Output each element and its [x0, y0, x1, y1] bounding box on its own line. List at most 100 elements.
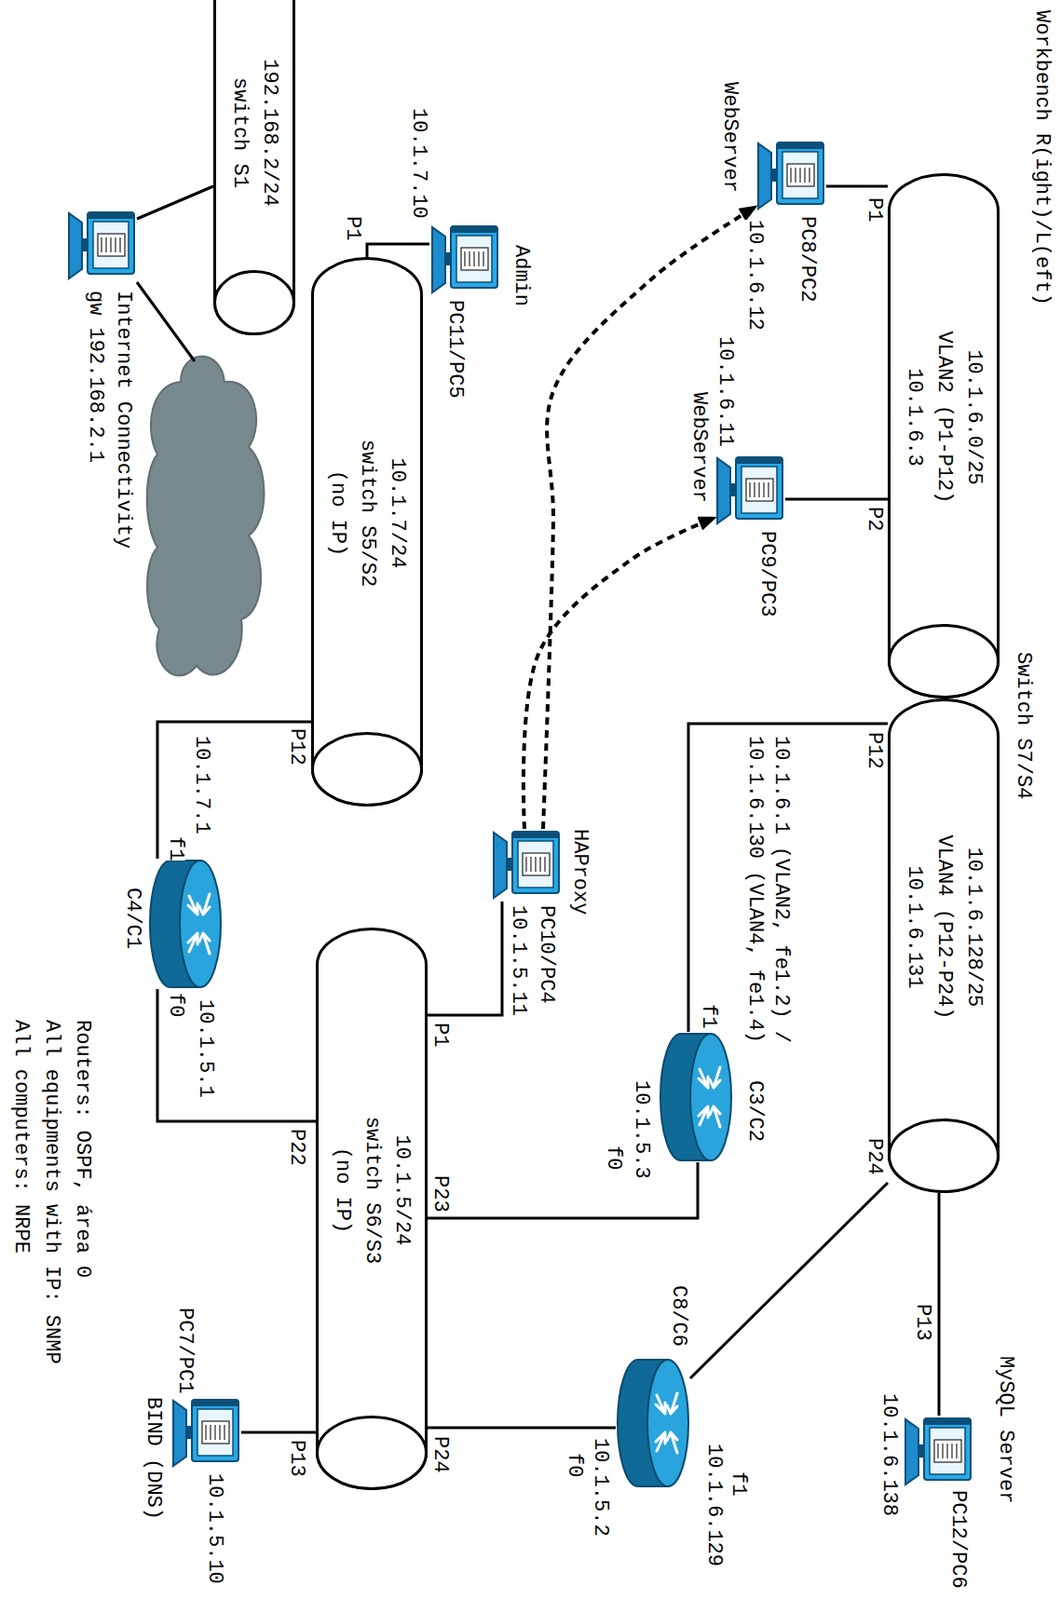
node-shape [148, 858, 223, 990]
port-or-address-label: P2 [863, 506, 885, 531]
port-or-address-label: 10.1.6.1 (VLAN2, fe1.2) / [770, 735, 791, 1044]
device-label: 10.1.7.10 [408, 108, 429, 219]
port-or-address-label: P1 [863, 197, 885, 222]
document-line [758, 482, 760, 498]
port-or-address-label: P12 [863, 732, 885, 770]
document-line [946, 1443, 948, 1459]
node-shape [429, 223, 501, 297]
cylinder-body [889, 700, 999, 1193]
device-label: 10.1.6.12 [744, 219, 765, 331]
computer-base [717, 458, 731, 524]
switch-text: VLAN2 (P1-P12) [928, 331, 959, 504]
port-or-address-label: All computers: NRPE [10, 1020, 31, 1254]
computer-base [68, 213, 82, 279]
document-line [955, 1443, 957, 1459]
switch-text: (no IP) [326, 1147, 357, 1234]
port-or-address-label: f0 [602, 1145, 624, 1170]
document-line [119, 237, 121, 253]
diagram-title: Workbench R(ight)/L(eft) [1031, 10, 1052, 306]
port-or-address-label: P13 [911, 1304, 933, 1342]
document-line [463, 251, 465, 267]
document-line [803, 167, 805, 183]
switch-text: (no IP) [322, 470, 353, 557]
port-or-address-label: Routers: OSPF, área 0 [71, 1020, 93, 1279]
cylinder-cap [312, 734, 422, 806]
node-shape [66, 209, 137, 283]
cylinder-body [317, 929, 427, 1490]
device-label: HAProxy [569, 829, 590, 915]
switch-text: 10.1.6.128/25 [958, 847, 989, 1008]
monitor [735, 457, 783, 519]
monitor-side [191, 1400, 239, 1407]
device-label: Internet Connectivity [112, 290, 134, 549]
router-arrow [666, 1393, 678, 1415]
document-line [204, 1425, 206, 1441]
port-or-address-label: f0 [563, 1453, 585, 1478]
device-label: PC7/PC1 [174, 1307, 195, 1394]
monitor-side [776, 142, 824, 150]
monitor-side [512, 831, 559, 839]
document-line [473, 251, 475, 267]
document-line [223, 1425, 225, 1441]
switch-cylinder: 10.1.7/24switch S5/S2(no IP) [311, 257, 423, 807]
device-label: PC8/PC2 [796, 216, 817, 302]
switch-text: 10.1.6.0/25 [958, 349, 989, 485]
switch-title: Switch S7/S4 [1012, 652, 1034, 800]
document-icon [97, 233, 125, 257]
port-or-address-label: f1 [727, 1471, 749, 1497]
network-link [938, 1193, 941, 1416]
document-line [937, 1443, 939, 1459]
computer-node: MySQL ServerPC12/PC610.1.6.138 [902, 1415, 974, 1489]
device-label: 10.1.5.11 [507, 905, 529, 1017]
document-line [789, 167, 791, 183]
screen [929, 1428, 966, 1475]
screen [741, 466, 777, 514]
network-link [367, 244, 430, 258]
device-label: C8/C6 [667, 1285, 689, 1347]
screen [782, 151, 818, 199]
document-line [109, 237, 111, 253]
cylinder-cap [317, 1417, 427, 1490]
router-node: C8/C6 [615, 1358, 691, 1489]
switch-text: 192.168.2/24 [254, 58, 285, 206]
monitor-side [924, 1418, 971, 1426]
document-line [794, 167, 796, 183]
device-label: PC9/PC3 [756, 530, 777, 617]
device-label: BIND (DNS) [142, 1397, 164, 1521]
port-or-address-label: 10.1.5.3 [630, 1080, 652, 1180]
device-label: WebServer [688, 392, 709, 504]
monitor [87, 212, 135, 274]
network-link [690, 1183, 888, 1379]
port-or-address-label: P1 [429, 1022, 450, 1048]
port-or-address-label: P12 [285, 728, 307, 766]
switch-text: 10.1.6.131 [898, 865, 929, 989]
switch-text: switch S1 [224, 77, 255, 189]
router-arrow [655, 1395, 666, 1415]
switch-cylinder: 10.1.6.128/25VLAN4 (P12-P24)10.1.6.131 [887, 698, 1000, 1194]
router-arrow [709, 1067, 721, 1089]
port-or-address-label: P23 [429, 1175, 450, 1213]
computer-base [432, 227, 446, 293]
node-shape [213, 0, 296, 336]
port-or-address-label: P24 [863, 1138, 885, 1176]
router-arrow [666, 1432, 678, 1454]
node-shape [902, 1415, 974, 1489]
document-icon [461, 247, 489, 271]
node-shape [170, 1397, 242, 1470]
document-line [214, 1425, 216, 1441]
router-arrow [199, 894, 210, 915]
network-link [241, 1431, 316, 1435]
text-stack: 10.1.6.0/25VLAN2 (P1-P12)10.1.6.3 [887, 210, 1000, 625]
device-label: 10.1.5.10 [204, 1473, 225, 1585]
router-node: C3/C2 [658, 1032, 734, 1163]
switch-group: 10.1.6.0/25VLAN2 (P1-P12)10.1.6.310.1.6.… [887, 167, 1034, 1194]
monitor [450, 226, 498, 288]
document-icon [934, 1440, 962, 1463]
switch-text: VLAN4 (P12-P24) [928, 834, 959, 1020]
router-arrow [698, 1069, 708, 1089]
node-shape [658, 1032, 734, 1163]
node-shape [755, 139, 827, 213]
computer-node: HAProxyPC10/PC410.1.5.11 [490, 829, 562, 902]
device-label: 10.1.6.138 [878, 1393, 899, 1517]
device-label: Admin [510, 244, 531, 307]
